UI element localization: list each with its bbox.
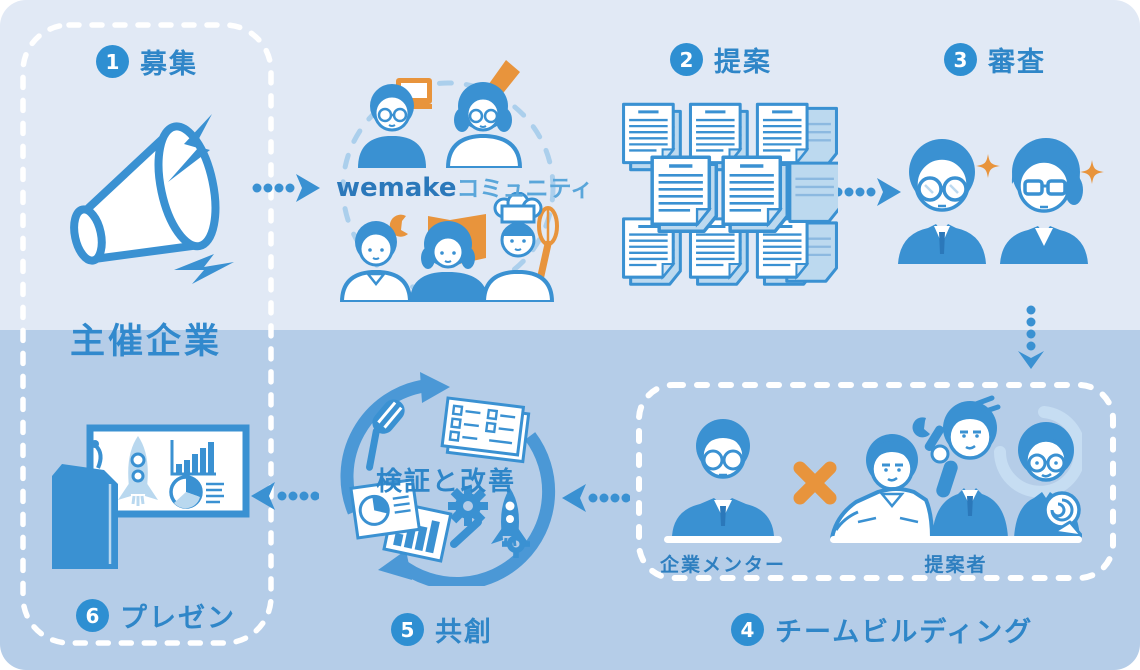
step-1-badge: 1 [96,45,129,78]
step-5-text: 共創 [435,617,493,648]
cycle-center-label: 検証と改善 [375,467,516,497]
community-name-ja: コミュニティ [456,176,594,202]
step-3-label: 3 審査 [944,40,1046,79]
book-person-icon [410,214,488,302]
laptop-person-icon [358,78,432,168]
community-label: wemakeコミュニティ [336,169,593,203]
host-company-label: 主催企業 [69,322,222,362]
dotted-arrow-right-icon [833,178,901,206]
chef-person-icon [481,192,559,302]
cycle-arrows-icon [340,372,556,586]
lightning-icon [174,254,234,284]
cross-icon [793,461,837,505]
judges-icon [898,138,1104,264]
host-company-zone-border [20,22,274,646]
lightning-icon [168,114,212,182]
mentor-label: 企業メンター [660,554,787,576]
proposer-label: 提案者 [924,554,988,576]
step-4-text: チームビルディング [775,617,1034,648]
dotted-arrow-left-icon [562,484,630,512]
community-name-en: wemake [336,173,457,203]
step-2-label: 2 提案 [670,40,772,79]
step-3-text: 審査 [988,47,1046,78]
sparkle-icon [1080,160,1104,184]
step-1-text: 募集 [140,49,198,80]
pie-chart-icon [169,475,224,509]
step-4-label: 4 チームビルディング [731,610,1033,649]
step-6-badge: 6 [76,599,109,632]
step-2-badge: 2 [670,43,703,76]
team-icon [830,395,1082,543]
step-6-label: 6 プレゼン [76,596,236,635]
mentor-icon [664,419,782,543]
dotted-arrow-down-icon [1018,305,1044,369]
bar-chart-icon [170,440,216,476]
dotted-arrow-left-icon [251,482,319,510]
microphone-icon [366,399,405,471]
documents-stack-icon [622,102,838,286]
charts-icon [349,478,453,563]
podium-icon [52,440,118,569]
team-building-zone-border [636,382,1116,581]
survey-cards-icon [440,396,531,464]
rocket-icon [491,488,529,548]
wrench-icon [450,518,482,548]
step-6-text: プレゼン [120,603,236,634]
sparkle-icon [976,154,1000,178]
step-2-text: 提案 [714,47,772,78]
wrench-person-icon [339,214,413,302]
step-3-badge: 3 [944,43,977,76]
step-1-label: 1 募集 [96,42,198,81]
step-4-badge: 4 [731,613,764,646]
rocket-icon [118,436,158,506]
step-5-badge: 5 [391,613,424,646]
presentation-illustration [52,424,250,569]
pencil-person-icon [445,60,523,168]
megaphone-icon [70,114,234,284]
dotted-arrow-right-icon [252,174,320,202]
step-5-label: 5 共創 [391,610,493,649]
pie-chart-icon [349,478,422,540]
